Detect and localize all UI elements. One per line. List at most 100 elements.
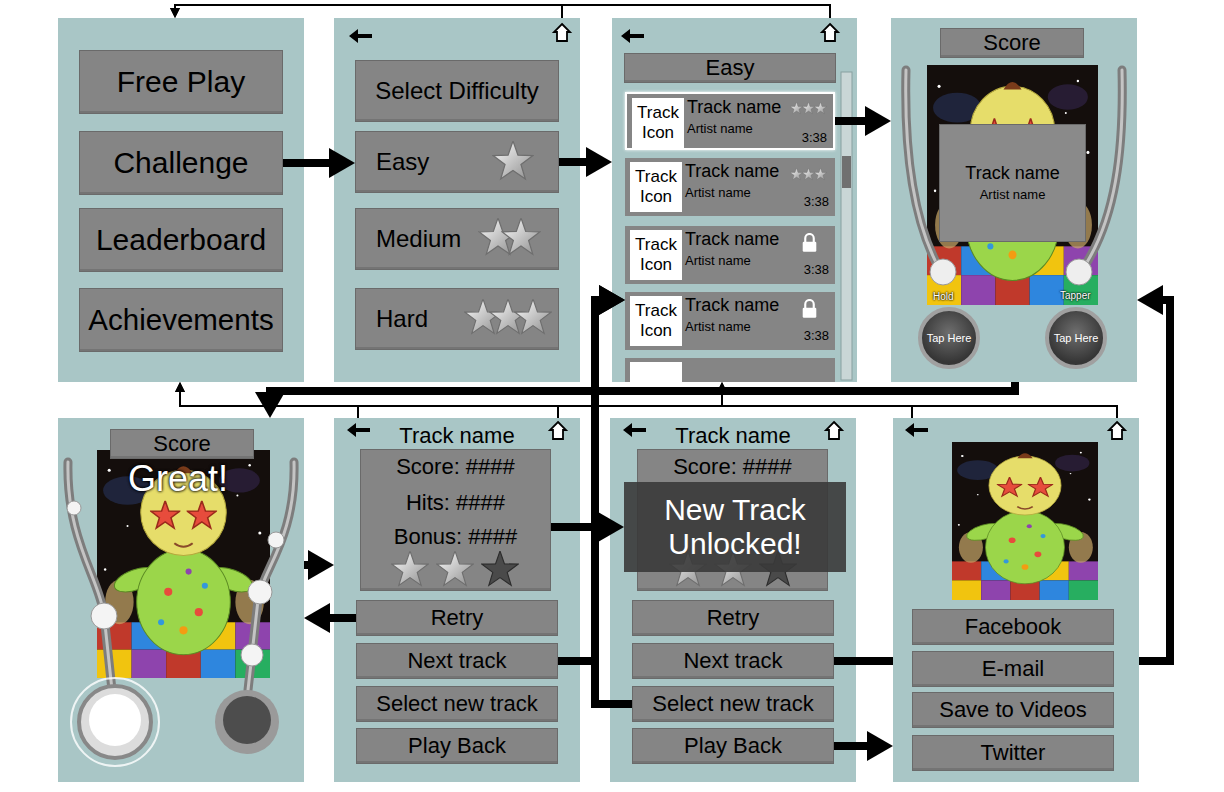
text-holder: Free Play [80, 51, 282, 113]
node-text: 3:38 [804, 195, 829, 210]
text-slot: Artist name [685, 320, 751, 335]
node-text: Select new track [652, 691, 813, 716]
difficulty-button: Easy [355, 131, 559, 193]
action-button: Retry [632, 600, 834, 636]
difficulty-star [502, 218, 540, 254]
action-button: Next track [632, 643, 834, 679]
node-text: Track Icon [634, 103, 682, 142]
node-text: Bonus: #### [361, 524, 550, 549]
slider-track [68, 462, 112, 690]
node-text: Track Icon [632, 167, 680, 206]
result-star [482, 551, 518, 585]
node-text: 3:38 [804, 263, 829, 278]
score-box: Score [940, 28, 1084, 58]
result-star [392, 551, 428, 585]
track-item: Track nameArtist name 3:38 Track Icon [625, 158, 835, 216]
text-slot: 3:38 [804, 263, 829, 278]
node-text: Score [153, 431, 210, 456]
back-icon [905, 423, 928, 437]
slider-track [1082, 70, 1122, 270]
track-item-partial [625, 358, 835, 382]
pressed-button-top [89, 694, 141, 746]
text-slot: Track name [685, 295, 779, 316]
text-holder: New Track Unlocked! [624, 482, 846, 572]
menu-button: Achievements [79, 288, 283, 352]
flow-arrow [304, 561, 316, 569]
home-icon [1109, 422, 1125, 439]
difficulty-star [493, 141, 533, 179]
text-slot: 3:38 [804, 329, 829, 344]
node-text: Artist name [685, 320, 751, 335]
track-icon: Track Icon [630, 162, 682, 212]
node-text: Free Play [117, 65, 245, 100]
text-holder: Retry [633, 601, 833, 635]
label-text: Hold [933, 291, 954, 303]
slider-knob [930, 259, 956, 285]
node-text: Score [983, 30, 1040, 55]
back-icon [347, 423, 370, 437]
flow-arrow [834, 300, 1170, 661]
text-slot: Artist name [685, 186, 751, 201]
text-slot: Track name [687, 97, 781, 118]
node-text: Track Icon [632, 235, 680, 274]
text-slot: Track name [685, 161, 779, 182]
text-holder: Track Icon [630, 296, 682, 346]
node-text: Save to Videos [939, 697, 1087, 722]
share-button: Facebook [912, 609, 1114, 645]
rating-star [790, 102, 802, 114]
result-star [437, 551, 473, 585]
rating-star [814, 102, 826, 114]
list-header: Easy [624, 53, 836, 83]
flow-arrow [322, 614, 356, 622]
text-holder: Score [111, 430, 253, 458]
title-box: Select Difficulty [355, 60, 559, 122]
node-text: E-mail [982, 656, 1044, 681]
node-text: Artist name [685, 186, 751, 201]
lock-icon [803, 234, 817, 252]
text-holder: Next track [633, 644, 833, 678]
text-holder: Track Icon [630, 162, 682, 212]
game-screen [97, 450, 270, 678]
track-item: Track nameArtist name3:38Track Icon [625, 226, 835, 284]
home-icon [554, 24, 570, 41]
text-holder: Twitter [913, 736, 1113, 770]
pressed-button [79, 686, 151, 758]
text-holder: Retry [357, 601, 557, 635]
screen-panel: Free PlayChallengeLeaderboardAchievement… [58, 18, 304, 382]
track-icon: Track Icon [632, 98, 684, 148]
track-icon-partial [630, 362, 682, 382]
home-icon [826, 422, 842, 439]
back-icon [349, 29, 372, 43]
node-text: Hard [376, 305, 428, 333]
lock-icon [803, 300, 817, 318]
back-icon [623, 423, 646, 437]
unlock-banner: New Track Unlocked! [624, 482, 846, 572]
screen-panel: EasyTrack nameArtist name3:38Track IconT… [612, 18, 857, 382]
slider-track [906, 70, 940, 270]
slider-track [1082, 70, 1122, 270]
node-text: Track name [685, 295, 779, 316]
node-text: 3:38 [804, 329, 829, 344]
label-slot: Hold [933, 291, 954, 303]
text-holder: Track nameArtist name [940, 125, 1085, 241]
text-holder: Tap Here [1049, 311, 1103, 365]
node-text: New Track Unlocked! [632, 493, 838, 562]
text-holder: Track Icon [632, 98, 684, 148]
screen-panel: Select DifficultyEasyMediumHard [334, 18, 580, 382]
result-star [670, 551, 706, 585]
node-text: Select new track [376, 691, 537, 716]
flow-arrow [270, 382, 1015, 400]
text-holder: E-mail [913, 652, 1113, 686]
node-text: Track name [685, 161, 779, 182]
text-holder: Achievements [80, 289, 282, 351]
node-text: Artist name [687, 122, 753, 137]
text-holder: Easy [356, 132, 558, 192]
text-slot: 3:38 [804, 195, 829, 210]
flow-arrow [558, 300, 607, 661]
node-text: Score: #### [638, 454, 827, 479]
text-holder: Select new track [633, 687, 833, 721]
node-text: Track name [610, 423, 856, 448]
node-text: Track name [965, 163, 1059, 184]
node-text: Achievements [88, 303, 273, 337]
rating-star [802, 102, 814, 114]
